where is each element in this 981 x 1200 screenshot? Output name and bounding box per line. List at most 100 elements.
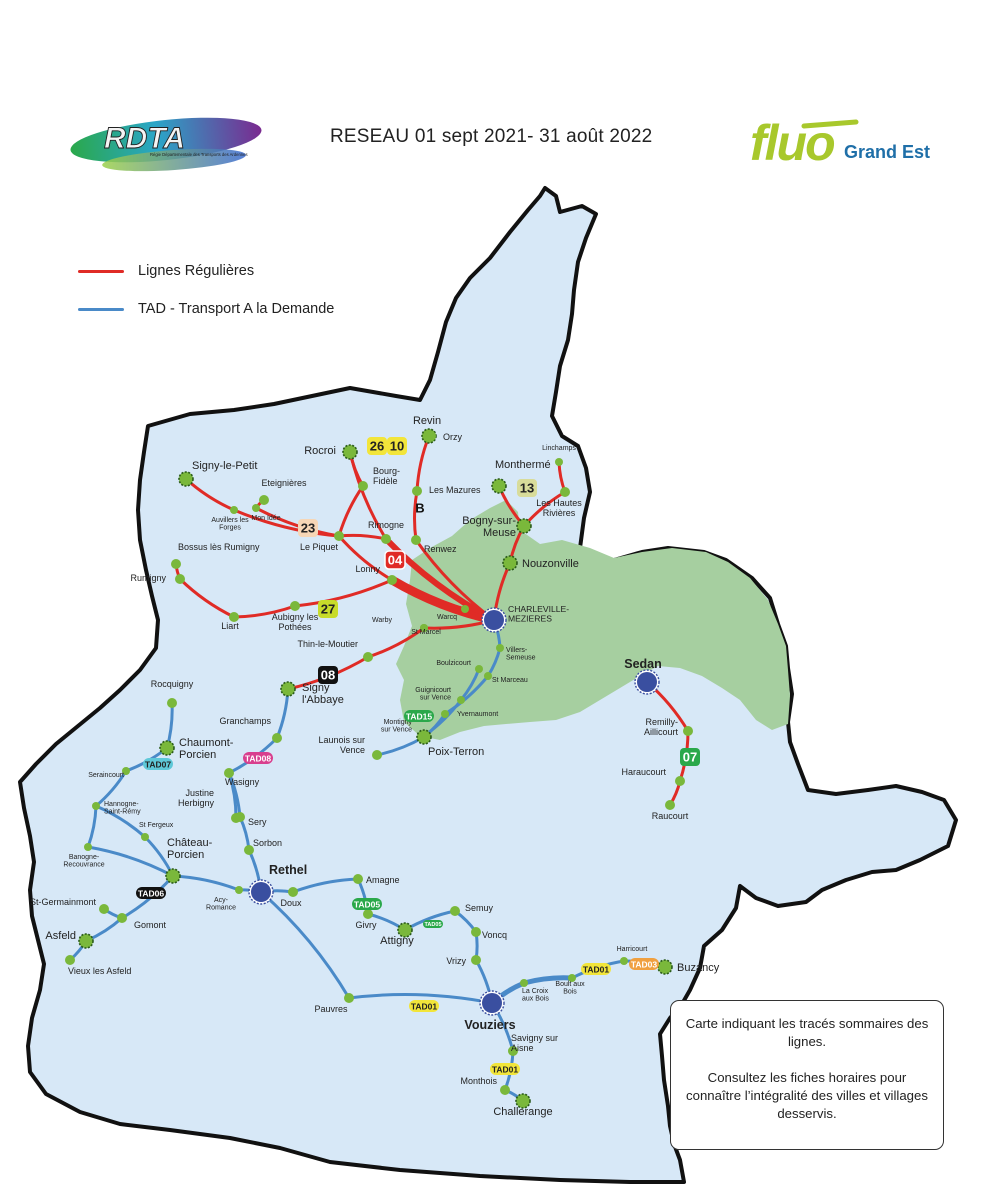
stop-voncq[interactable] — [471, 927, 481, 937]
stop-stfergeux[interactable] — [141, 833, 149, 841]
tad-badge-tad05b[interactable]: TAD05 — [423, 920, 443, 928]
line-badge-10[interactable]: 10 — [387, 437, 407, 455]
tad-badge-tad03[interactable]: TAD03 — [629, 958, 659, 970]
stop-stmarceau[interactable] — [484, 672, 492, 680]
stop-gomont[interactable] — [117, 913, 127, 923]
line-badge-08[interactable]: 08 — [318, 666, 338, 684]
stop-monthermé[interactable] — [491, 478, 507, 494]
stop-stmarcel[interactable] — [420, 624, 428, 632]
stop-vieuxlesasfeld[interactable] — [65, 955, 75, 965]
stop-acyromance[interactable] — [235, 886, 243, 894]
tad-badge-tad01c[interactable]: TAD01 — [490, 1063, 520, 1075]
stop-semuy[interactable] — [450, 906, 460, 916]
hub-stop-vouziers[interactable] — [482, 993, 502, 1013]
stop-givry[interactable] — [363, 909, 373, 919]
tad-badge-tad01b[interactable]: TAD01 — [581, 963, 611, 975]
stop-leshautesrivieres[interactable] — [560, 487, 570, 497]
tad-badge-label: TAD05 — [354, 899, 381, 909]
hub-stop-sedan[interactable] — [637, 672, 657, 692]
legend-regular-lines: Lignes Régulières — [78, 259, 254, 283]
stop-wasigny[interactable] — [224, 768, 234, 778]
hub-stop-rethel[interactable] — [251, 882, 271, 902]
stop-nouzonville[interactable] — [502, 555, 518, 571]
tad-badge-tad15[interactable]: TAD15 — [404, 710, 434, 722]
stop-lesmazures[interactable] — [412, 486, 422, 496]
stop-boulzicourt[interactable] — [475, 665, 483, 673]
stop-doux[interactable] — [288, 887, 298, 897]
stop-rocroi[interactable] — [342, 444, 358, 460]
stop-renwez[interactable] — [411, 535, 421, 545]
place-label-vrizy: Vrizy — [446, 956, 466, 966]
stop-attigny[interactable] — [397, 922, 413, 938]
stop-monidee[interactable] — [252, 504, 260, 512]
place-label-monidee: Mon Idée — [251, 515, 280, 522]
stop-buzancy[interactable] — [657, 959, 673, 975]
stop-boultauxbois[interactable] — [568, 974, 576, 982]
stop-villerssemeuse[interactable] — [496, 644, 504, 652]
place-label-line: Liart — [221, 621, 239, 631]
stop-lonny[interactable] — [387, 575, 397, 585]
stop-vrizy[interactable] — [471, 955, 481, 965]
stop-warcq[interactable] — [461, 605, 469, 613]
line-badge-26[interactable]: 26 — [367, 437, 387, 455]
stop-thinlemoutier[interactable] — [363, 652, 373, 662]
stop-stgermainmont[interactable] — [99, 904, 109, 914]
stop-rocquigny[interactable] — [167, 698, 177, 708]
line-badge-13[interactable]: 13 — [517, 479, 537, 497]
line-badge-27[interactable]: 27 — [318, 600, 338, 618]
stop-auvillers[interactable] — [230, 506, 238, 514]
stop-lepiquet[interactable] — [334, 531, 344, 541]
stop-bossus[interactable] — [171, 559, 181, 569]
stop-granchamps[interactable] — [272, 733, 282, 743]
place-label-line: Bogny-sur- — [462, 515, 516, 527]
hub-stop-charleville[interactable] — [484, 610, 504, 630]
line-badge-07[interactable]: 07 — [680, 748, 700, 766]
stop-pauvres[interactable] — [344, 993, 354, 1003]
stop-rimogne[interactable] — [381, 534, 391, 544]
stop-banogne[interactable] — [84, 843, 92, 851]
stop-signylepetit[interactable] — [178, 471, 194, 487]
stop-amagne[interactable] — [353, 874, 363, 884]
stop-harricourt[interactable] — [620, 957, 628, 965]
stop-yvernaumont[interactable] — [441, 710, 449, 718]
stop-linchamps[interactable] — [555, 458, 563, 466]
stop-seraincourt[interactable] — [122, 767, 130, 775]
stop-launois[interactable] — [372, 750, 382, 760]
stop-aubigny[interactable] — [290, 601, 300, 611]
stop-liart[interactable] — [229, 612, 239, 622]
stop-eteignieres[interactable] — [259, 495, 269, 505]
stop-guignicourt[interactable] — [457, 696, 465, 704]
stop-bourgfidele[interactable] — [358, 481, 368, 491]
tad-badge-tad05a[interactable]: TAD05 — [352, 898, 382, 910]
stop-asfeld[interactable] — [78, 933, 94, 949]
line-badge-04[interactable]: 04 — [384, 550, 406, 570]
stop-sorbon[interactable] — [244, 845, 254, 855]
tad-badge-tad08[interactable]: TAD08 — [243, 752, 273, 764]
line-badge-B[interactable]: B — [415, 501, 424, 516]
stop-remilly[interactable] — [683, 726, 693, 736]
stop-chaumont[interactable] — [159, 740, 175, 756]
place-label-line: Renwez — [424, 544, 457, 554]
stop-sery[interactable] — [235, 812, 245, 822]
stop-challerange[interactable] — [515, 1093, 531, 1109]
stop-savigny[interactable] — [508, 1046, 518, 1056]
stop-bogny[interactable] — [516, 518, 532, 534]
stop-orzy[interactable] — [426, 431, 436, 441]
stop-raucourt[interactable] — [665, 800, 675, 810]
place-label-line: MEZIERES — [508, 613, 552, 623]
stop-hannogne[interactable] — [92, 802, 100, 810]
page-title: RESEAU 01 sept 2021- 31 août 2022 — [330, 126, 653, 147]
stop-poixterron[interactable] — [416, 729, 432, 745]
line-badge-23[interactable]: 23 — [298, 519, 318, 537]
tad-badge-tad06[interactable]: TAD06 — [136, 887, 166, 899]
place-label-warby: Warby — [372, 617, 392, 624]
place-label-line: Asfeld — [45, 930, 76, 942]
stop-signylabbaye[interactable] — [280, 681, 296, 697]
stop-monthois[interactable] — [500, 1085, 510, 1095]
tad-badge-tad01a[interactable]: TAD01 — [409, 1000, 439, 1012]
stop-chateauporcien[interactable] — [165, 868, 181, 884]
tad-badge-tad07[interactable]: TAD07 — [143, 758, 173, 770]
stop-lacroixauxbois[interactable] — [520, 979, 528, 987]
stop-haraucourt[interactable] — [675, 776, 685, 786]
stop-rumigny[interactable] — [175, 574, 185, 584]
